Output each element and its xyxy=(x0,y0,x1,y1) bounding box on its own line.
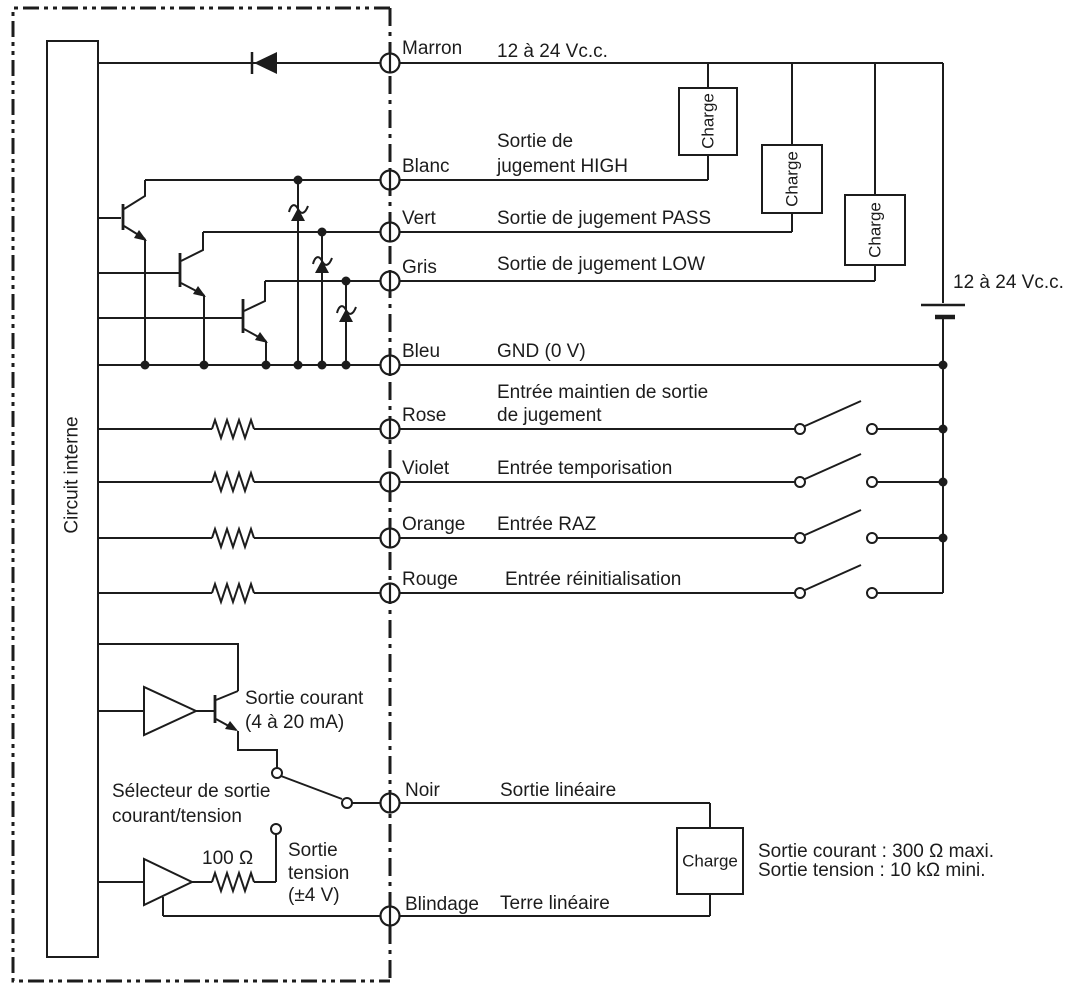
label-violet: Violet xyxy=(402,458,450,479)
desc-blindage: Terre linéaire xyxy=(500,893,610,914)
junction-dots xyxy=(140,175,948,543)
label-vert: Vert xyxy=(402,208,437,229)
wire-rouge xyxy=(98,580,943,606)
zener-diode-3 xyxy=(336,281,357,365)
load-box-low: Charge xyxy=(844,194,906,266)
load-box-pass: Charge xyxy=(761,144,823,214)
wire-vert-pass xyxy=(203,63,793,233)
selector-lever xyxy=(280,775,343,800)
battery-icon xyxy=(921,303,965,320)
transistor-3 xyxy=(241,281,268,365)
selector-contact-common xyxy=(341,797,353,809)
current-amp-icon xyxy=(143,685,199,737)
switch-orange xyxy=(794,509,878,544)
output-selector-switch xyxy=(270,767,353,835)
wire-voltage-resistor xyxy=(192,834,277,895)
desc-bleu: GND (0 V) xyxy=(497,341,586,362)
label-voltage-output-2: tension xyxy=(288,863,349,884)
wire-emitter-to-selector xyxy=(237,731,278,768)
desc-gris: Sortie de jugement LOW xyxy=(497,254,705,275)
desc-blanc-1: Sortie de xyxy=(497,131,573,152)
terminal-noir xyxy=(379,792,401,814)
label-voltage-output-3: (±4 V) xyxy=(288,885,340,906)
wire-violet xyxy=(98,469,943,495)
load-label-linear: Charge xyxy=(682,852,738,871)
label-orange: Orange xyxy=(402,514,465,535)
label-blanc: Blanc xyxy=(402,156,450,177)
terminal-bleu xyxy=(379,354,401,376)
label-linear-note-2: Sortie tension : 10 kΩ mini. xyxy=(758,860,986,881)
labels: Marron 12 à 24 Vc.c. Blanc Sortie de jug… xyxy=(112,38,1064,915)
label-voltage-output-1: Sortie xyxy=(288,840,338,861)
label-current-output-2: (4 à 20 mA) xyxy=(245,712,344,733)
transistor-4 xyxy=(196,690,239,731)
wire-orange xyxy=(98,525,943,551)
load-label-pass: Charge xyxy=(783,151,802,207)
wire-noir-linear-out xyxy=(352,802,711,828)
label-current-output-1: Sortie courant xyxy=(245,688,364,709)
label-blindage: Blindage xyxy=(405,894,479,915)
terminal-rose xyxy=(379,418,401,440)
wire-gris-low xyxy=(265,63,876,282)
desc-violet: Entrée temporisation xyxy=(497,458,672,479)
load-label-low: Charge xyxy=(866,202,885,258)
load-box-high: Charge xyxy=(678,87,738,156)
desc-vert: Sortie de jugement PASS xyxy=(497,208,711,229)
input-switches xyxy=(794,400,878,599)
wires xyxy=(98,62,944,917)
transistor-1 xyxy=(121,180,147,365)
label-selector-2: courant/tension xyxy=(112,806,242,827)
zener-diode-1 xyxy=(288,180,309,365)
voltage-amp-icon xyxy=(143,857,195,907)
label-selector-1: Sélecteur de sortie xyxy=(112,781,270,802)
label-rouge: Rouge xyxy=(402,569,458,590)
terminal-marron xyxy=(379,52,401,74)
terminal-violet xyxy=(379,471,401,493)
switch-rose xyxy=(794,400,878,435)
terminal-vert xyxy=(379,221,401,243)
desc-rose-1: Entrée maintien de sortie xyxy=(497,382,708,403)
label-bleu: Bleu xyxy=(402,341,440,362)
internal-circuit-box: Circuit interne xyxy=(46,40,99,958)
wire-blanc-high xyxy=(145,63,709,181)
internal-circuit-label: Circuit interne xyxy=(62,416,83,533)
label-marron: Marron xyxy=(402,38,462,59)
desc-orange: Entrée RAZ xyxy=(497,514,597,535)
switch-violet xyxy=(794,453,878,488)
desc-blanc-2: jugement HIGH xyxy=(496,156,628,177)
terminal-blindage xyxy=(379,905,401,927)
terminal-orange xyxy=(379,527,401,549)
terminal-blanc xyxy=(379,169,401,191)
desc-noir: Sortie linéaire xyxy=(500,780,616,801)
wire-feedback xyxy=(98,643,239,691)
desc-rose-2: de jugement xyxy=(497,405,602,426)
load-box-linear: Charge xyxy=(676,827,744,895)
load-label-high: Charge xyxy=(699,93,718,149)
selector-contact-voltage xyxy=(270,823,282,835)
label-noir: Noir xyxy=(405,780,441,801)
desc-rouge: Entrée réinitialisation xyxy=(505,569,681,590)
load-boxes: Charge Charge Charge Charge xyxy=(676,87,906,895)
label-supply-right: 12 à 24 Vc.c. xyxy=(953,272,1064,293)
diode-icon xyxy=(250,52,277,74)
wire-blindage-linear-gnd xyxy=(162,894,711,917)
terminal-gris xyxy=(379,270,401,292)
wire-rose xyxy=(98,416,943,442)
label-resistor-value: 100 Ω xyxy=(202,848,253,869)
switch-rouge xyxy=(794,564,878,599)
selector-contact-current xyxy=(271,767,283,779)
label-gris: Gris xyxy=(402,257,437,278)
zener-diode-2 xyxy=(312,232,333,365)
desc-marron: 12 à 24 Vc.c. xyxy=(497,41,608,62)
transistor-2 xyxy=(178,232,206,365)
terminals xyxy=(379,52,401,927)
label-rose: Rose xyxy=(402,405,446,426)
label-linear-note-1: Sortie courant : 300 Ω maxi. xyxy=(758,841,994,862)
terminal-rouge xyxy=(379,582,401,604)
